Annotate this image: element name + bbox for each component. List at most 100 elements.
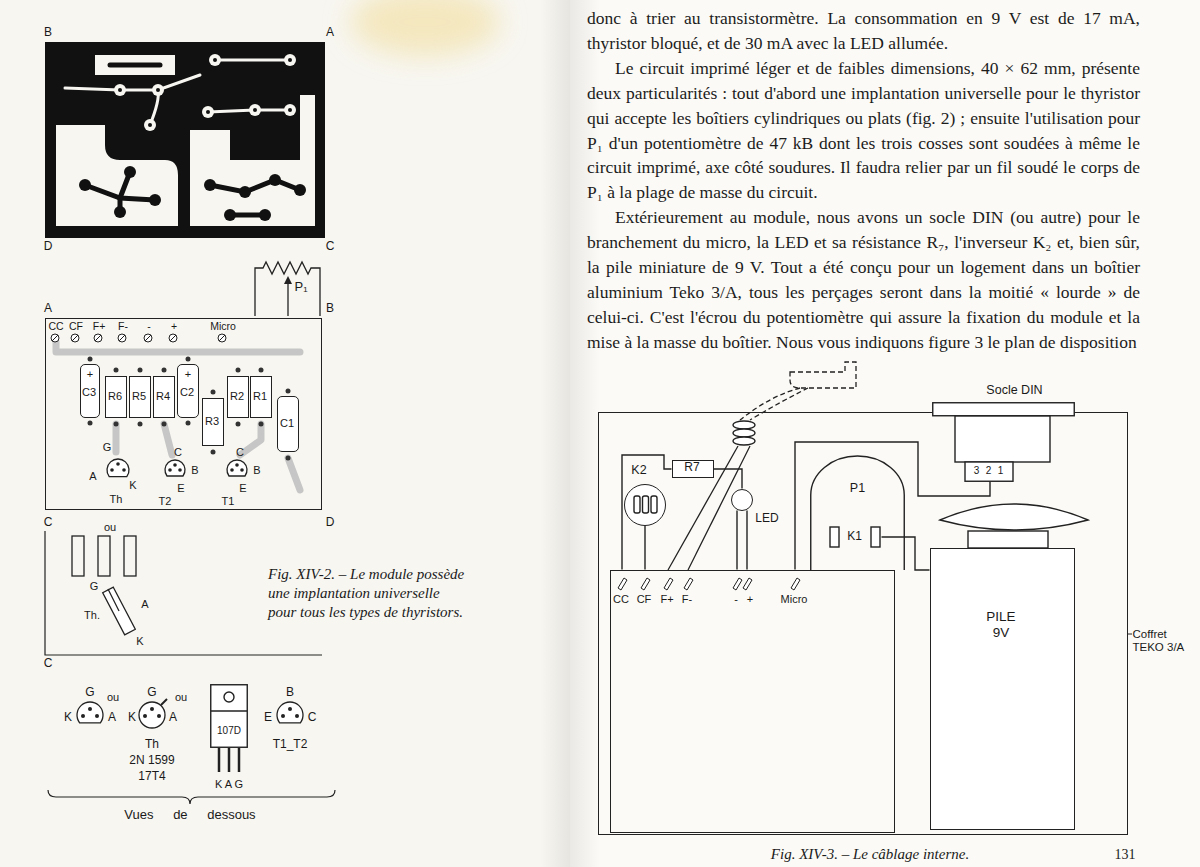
pin-label: B bbox=[191, 464, 198, 477]
pad-glyph bbox=[118, 334, 126, 342]
page-ground bbox=[0, 0, 600, 867]
foil-pad bbox=[239, 186, 251, 198]
foil-hole bbox=[156, 88, 160, 92]
copper-foil bbox=[56, 125, 178, 226]
pin-label: C bbox=[236, 446, 244, 459]
corner-letter: D bbox=[44, 240, 53, 254]
leader-line bbox=[1128, 634, 1132, 635]
foil-pad bbox=[79, 179, 91, 191]
copper-foil bbox=[45, 42, 325, 238]
node-label: C1 bbox=[280, 417, 294, 430]
foil-pad bbox=[284, 54, 296, 66]
foil-pad bbox=[204, 179, 216, 191]
part-label: T2 bbox=[159, 495, 172, 508]
pin-label: K A G bbox=[215, 778, 243, 791]
corner-letter: B bbox=[326, 302, 334, 316]
pin-label: C bbox=[308, 711, 317, 725]
resistor: R7 bbox=[672, 460, 714, 478]
note: ou bbox=[175, 691, 187, 704]
can-tab bbox=[161, 699, 167, 705]
switch-pin bbox=[642, 496, 648, 513]
foil-trace bbox=[215, 59, 290, 62]
bracket bbox=[48, 790, 335, 804]
foil-pad bbox=[144, 119, 156, 131]
node-label: - bbox=[734, 593, 738, 606]
battery-clip bbox=[968, 531, 1048, 548]
pad-glyph bbox=[218, 334, 226, 342]
node-label: CC bbox=[613, 593, 629, 606]
node-label: R2 bbox=[230, 390, 244, 403]
lead-dot bbox=[211, 390, 216, 395]
mic-plug bbox=[740, 388, 800, 420]
switch-contact bbox=[830, 527, 839, 547]
foil-hole bbox=[206, 110, 210, 114]
pad-glyph bbox=[169, 334, 177, 342]
pinout-pin bbox=[157, 714, 161, 718]
lead-dot bbox=[88, 421, 93, 426]
node-label: + bbox=[747, 593, 753, 606]
foil-trace bbox=[65, 75, 200, 90]
node-label: C3 bbox=[82, 386, 96, 399]
lead-dot bbox=[88, 357, 93, 362]
corner-letter: B bbox=[44, 26, 52, 40]
node-label: R4 bbox=[156, 390, 170, 403]
transistor-pin bbox=[240, 468, 244, 472]
pin-label: K bbox=[136, 635, 143, 648]
pcb-trace bbox=[288, 458, 300, 490]
node-label: F- bbox=[682, 593, 692, 606]
node-label: R7 bbox=[684, 461, 699, 475]
pinout-pin bbox=[288, 707, 292, 711]
foil-trace bbox=[85, 65, 300, 215]
to220-lead bbox=[218, 748, 221, 772]
page-number: 131 bbox=[1115, 847, 1136, 863]
body-text: Le circuit imprimé léger et de faibles d… bbox=[587, 56, 1140, 205]
foil-pad bbox=[284, 104, 296, 116]
pad-glyph bbox=[51, 334, 226, 342]
pcb-trace bbox=[164, 424, 172, 455]
part-label: Th bbox=[110, 493, 123, 506]
pcb-trace bbox=[56, 342, 300, 352]
lead-dot bbox=[138, 368, 143, 373]
foil-pad bbox=[249, 104, 261, 116]
module-pad bbox=[641, 578, 650, 590]
pad-slash bbox=[119, 335, 125, 341]
copper-foil bbox=[190, 95, 315, 226]
resistor: R6 bbox=[105, 376, 127, 418]
lead-dot bbox=[211, 450, 216, 455]
switch-pin bbox=[651, 496, 657, 513]
node-label: 107D bbox=[217, 725, 241, 737]
node-label: LED bbox=[755, 512, 778, 526]
pin-label: E bbox=[264, 711, 272, 725]
potentiometer-symbol bbox=[255, 262, 320, 316]
copper-foil bbox=[45, 42, 325, 238]
node-label: R1 bbox=[253, 390, 267, 403]
pin-label: A bbox=[141, 598, 148, 611]
pad-glyph bbox=[94, 334, 102, 342]
module-pad bbox=[791, 578, 800, 590]
socket-body bbox=[955, 416, 1050, 462]
figure-caption: Fig. XIV-3. – Le câblage interne. bbox=[771, 846, 969, 863]
wiper-arrow bbox=[284, 276, 292, 284]
foil-trace bbox=[208, 110, 290, 112]
foil-trace bbox=[210, 180, 300, 192]
foil-pad bbox=[114, 84, 126, 96]
wire bbox=[714, 469, 743, 489]
page-ground bbox=[0, 0, 570, 867]
to92-outline bbox=[77, 702, 103, 723]
transistor-pin bbox=[110, 462, 244, 472]
note: ou bbox=[104, 521, 116, 534]
flat-thyristor bbox=[103, 587, 136, 635]
potentiometer-outline bbox=[810, 455, 905, 570]
transistor-outline bbox=[165, 460, 185, 476]
battery: PILE 9V bbox=[930, 548, 1075, 830]
cable-clamp bbox=[733, 421, 755, 445]
pin-label: A bbox=[108, 711, 116, 725]
pin-label: A bbox=[169, 711, 177, 725]
transistor-pin bbox=[235, 463, 239, 467]
part-number: 2N 1599 bbox=[129, 754, 174, 768]
note: Vues de dessous bbox=[124, 808, 255, 823]
wiper-arrow bbox=[284, 276, 292, 284]
module-pad bbox=[618, 578, 800, 590]
cable-clamp bbox=[733, 429, 755, 437]
wire bbox=[736, 511, 737, 570]
